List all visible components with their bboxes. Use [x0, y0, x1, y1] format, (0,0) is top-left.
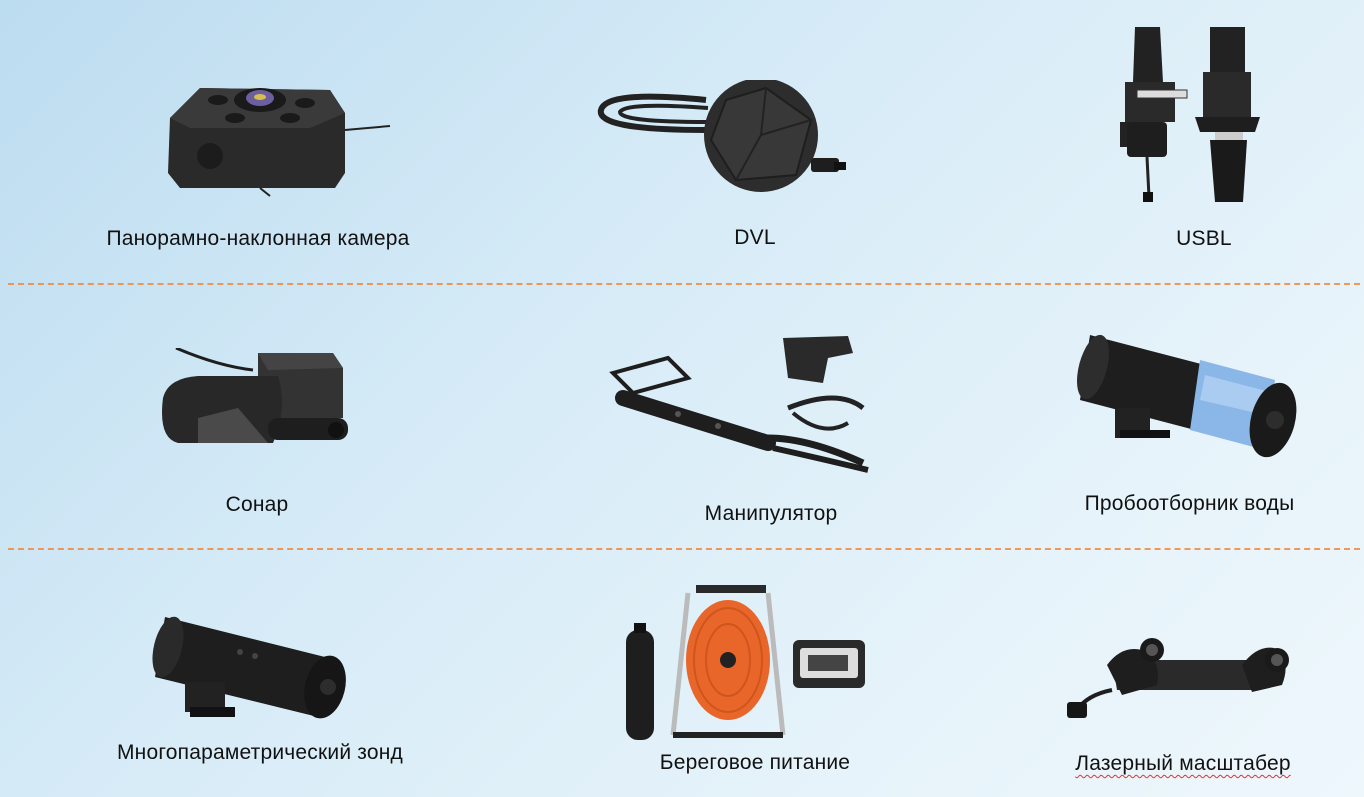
item-label: Пробоотборник воды: [1084, 492, 1295, 515]
water-sampler-icon: [1077, 334, 1297, 458]
item-label: Многопараметрический зонд: [116, 741, 404, 764]
item-label: Манипулятор: [704, 502, 838, 525]
item-label: Береговое питание: [659, 751, 851, 774]
item-label: Сонар: [225, 493, 289, 516]
item-label-text: Лазерный масштабер: [1075, 752, 1291, 775]
laser-scaler-icon: [1067, 638, 1289, 718]
shore-power-reel-icon: [626, 585, 865, 740]
dvl-sensor-icon: [597, 80, 846, 192]
pan-tilt-camera-icon: [168, 88, 391, 197]
sonar-icon: [162, 348, 348, 443]
item-label: USBL: [1176, 227, 1232, 250]
manipulator-arm-icon: [609, 336, 869, 473]
item-label: DVL: [734, 226, 776, 249]
usbl-transponder-icon: [1120, 27, 1260, 202]
item-label: Лазерный масштабер: [1058, 752, 1308, 776]
row-divider-2: [8, 548, 1360, 550]
multiparameter-probe-icon: [152, 616, 346, 719]
row-divider-1: [8, 283, 1360, 285]
item-label: Панорамно-наклонная камера: [106, 227, 410, 250]
